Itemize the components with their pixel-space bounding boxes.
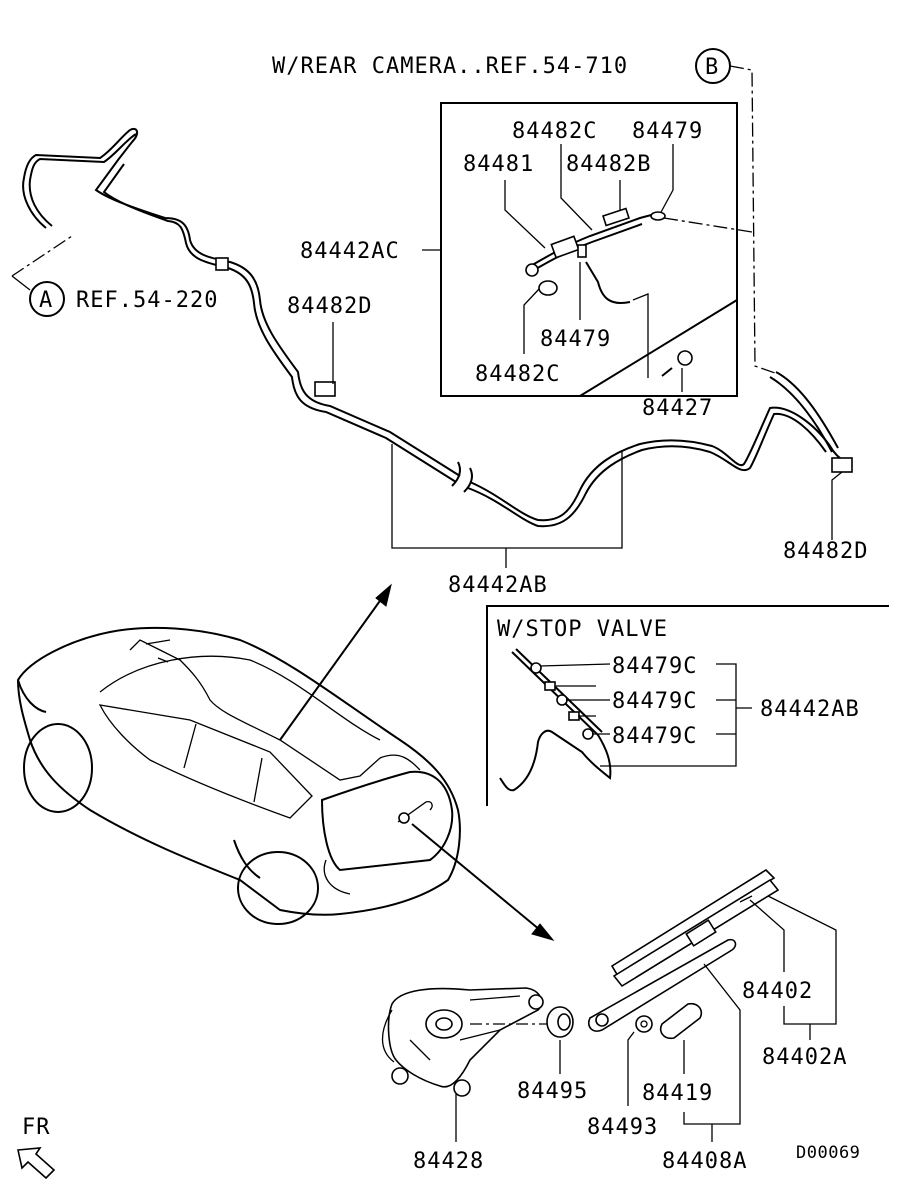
wiper-blade-84402 [610,868,780,988]
label-84482D-left: 84482D [287,294,372,319]
label-84408A: 84408A [662,1149,747,1174]
label-84482C-top: 84482C [512,119,597,144]
label-84493: 84493 [587,1115,658,1140]
part-84493-nut [635,1015,653,1033]
stop-valve-title: W/STOP VALVE [497,617,668,642]
svg-text:B: B [705,55,719,80]
stop-valve-hose [499,648,612,792]
label-84442AB-main: 84442AB [448,573,548,598]
wiper-motor-84428 [381,987,548,1097]
reference-a-label: REF.54-220 [76,288,218,313]
svg-text:A: A [39,288,53,313]
label-84482D-right: 84482D [783,539,868,564]
detail-box-upper [440,102,738,397]
label-84482B: 84482B [566,152,651,177]
bracket-84442AB-valve [600,663,752,767]
arrow-to-hose [279,583,392,741]
label-84419: 84419 [642,1081,713,1106]
label-84482C-bottom: 84482C [475,362,560,387]
vehicle-outline [16,626,461,925]
reference-b-marker: B [695,48,731,84]
stop-valve-panel-border [486,605,889,806]
part-84427-clip [661,350,693,377]
label-84479C-1: 84479C [612,654,697,679]
part-84419-cap [659,1002,703,1040]
label-84481: 84481 [463,152,534,177]
label-84402: 84402 [742,979,813,1004]
arrow-to-wiper [411,823,555,941]
label-84495: 84495 [517,1079,588,1104]
label-84479-mid: 84479 [540,327,611,352]
direction-fr-label: FR [22,1115,51,1140]
wiper-arm-84408A [587,938,737,1032]
label-84479-top: 84479 [632,119,703,144]
diagram-code: D00069 [796,1143,860,1163]
label-84442AB-valve: 84442AB [760,697,860,722]
label-84402A: 84402A [762,1045,847,1070]
part-84495-grommet [546,1006,574,1038]
label-84427: 84427 [642,396,713,421]
label-84479C-3: 84479C [612,724,697,749]
front-direction-arrow-icon [17,1147,56,1180]
reference-b-leader [729,65,776,374]
detail-hose-assembly [525,207,753,304]
label-84479C-2: 84479C [612,689,697,714]
main-washer-hose [22,128,853,528]
label-84442AC: 84442AC [300,239,400,264]
rear-camera-reference-label: W/REAR CAMERA..REF.54-710 [272,54,628,79]
bracket-84442AB-main [391,444,623,568]
reference-a-marker: A [29,281,65,317]
label-84428: 84428 [413,1149,484,1174]
